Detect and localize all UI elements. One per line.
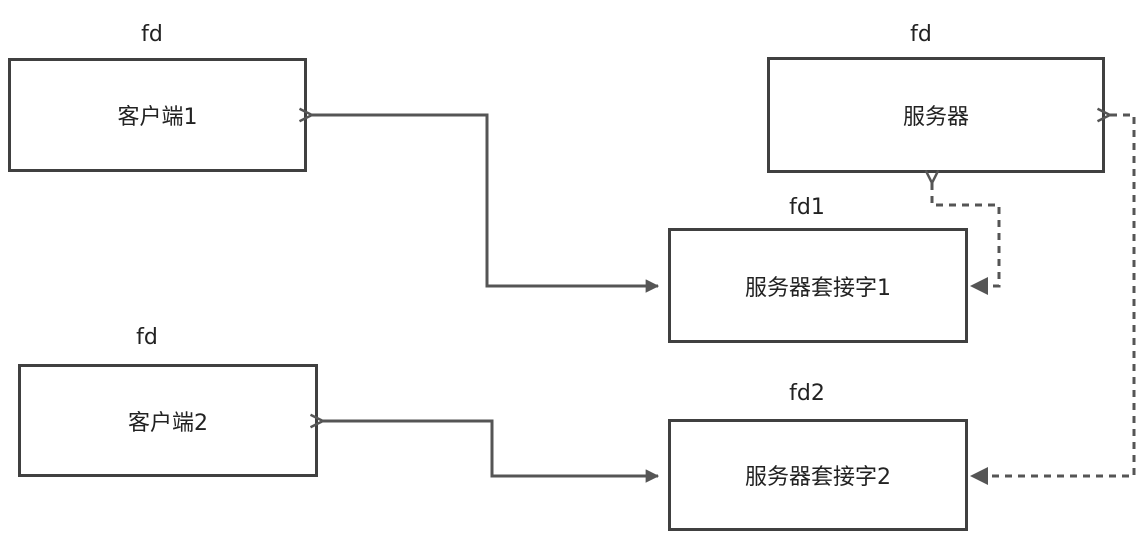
server-label: 服务器	[902, 105, 969, 130]
edge-server-socket2-head	[970, 467, 988, 485]
edge-server-socket1	[932, 183, 1001, 288]
socket2-box: 服务器套接字2	[668, 419, 968, 531]
socket2-label: 服务器套接字2	[745, 465, 891, 490]
client2-label: 客户端2	[128, 410, 208, 436]
socket1-label: 服务器套接字1	[745, 275, 891, 301]
socket2-fd-label: fd2	[789, 381, 825, 406]
client2-fd-label: fd	[136, 325, 158, 350]
client1-box: 客户端1	[8, 58, 307, 172]
client2-box: 客户端2	[18, 364, 318, 477]
socket1-fd-label: fd1	[789, 195, 825, 220]
server-fd-label: fd	[910, 22, 932, 47]
client1-label: 客户端1	[117, 105, 198, 130]
client1-fd-label: fd	[141, 22, 163, 47]
edge-server-socket2	[980, 115, 1136, 478]
edge-client1-socket1	[312, 115, 658, 286]
socket1-box: 服务器套接字1	[668, 228, 968, 343]
edge-client2-socket2	[323, 421, 658, 476]
edge-server-socket1-head	[970, 277, 988, 295]
